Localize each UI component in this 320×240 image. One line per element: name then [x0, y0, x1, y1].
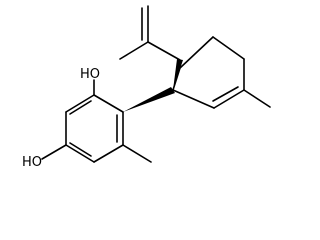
ring-bond — [213, 89, 245, 109]
hydroxyl-label-top: HO — [80, 67, 100, 82]
ring-methyl-bond — [243, 89, 271, 108]
aromatic-bond — [93, 94, 124, 113]
wedge-bond-isopropenyl — [173, 59, 183, 90]
ring-bond — [212, 36, 245, 60]
isopropenyl-methyl-bond — [119, 41, 149, 60]
aromatic-bond — [93, 144, 124, 163]
isopropenyl-bond — [147, 41, 181, 61]
aryl-methyl-bond — [122, 144, 152, 163]
ring-bond — [172, 89, 215, 109]
ring-double-bond-inner — [212, 86, 239, 102]
aromatic-bond-inner — [69, 142, 92, 157]
ring-bond — [179, 36, 214, 69]
aromatic-bond — [65, 94, 95, 113]
hydroxyl-bond-bottom — [41, 144, 67, 160]
structure-canvas: HO HO — [22, 5, 271, 170]
aromatic-bond-inner — [69, 100, 92, 115]
chemical-structure-diagram: HO HO — [22, 5, 271, 170]
wedge-bond-aryl — [123, 87, 175, 112]
hydroxyl-label-bottom: HO — [22, 155, 42, 170]
aromatic-bond — [65, 144, 95, 163]
